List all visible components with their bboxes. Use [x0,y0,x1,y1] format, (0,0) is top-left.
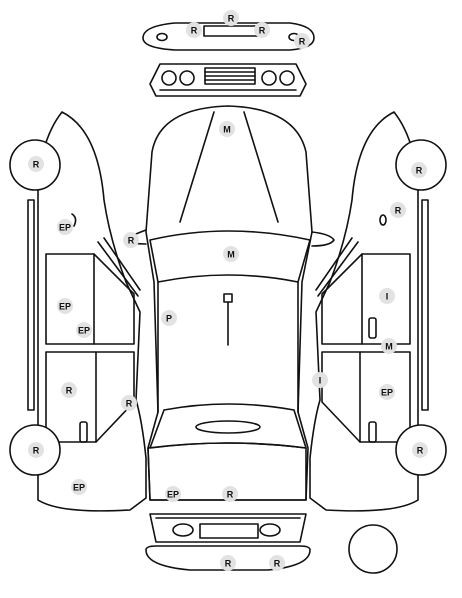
marker-badge [57,298,73,314]
marker-left-mirror[interactable]: R [123,232,139,248]
marker-label: R [227,490,234,500]
rear-bumper [145,545,311,571]
marker-label: I [319,376,322,386]
marker-label: R [259,26,266,36]
marker-badge [379,288,395,304]
marker-label: R [126,399,133,409]
marker-front-bumper-left[interactable]: R [186,22,202,38]
marker-badge [61,382,77,398]
marker-label: P [166,314,172,324]
marker-left-sill[interactable]: R [121,395,137,411]
marker-label: EP [73,483,85,493]
marker-right-front-door[interactable]: I [379,288,395,304]
marker-rear-bumper-right[interactable]: R [269,555,285,571]
marker-label: EP [59,223,71,233]
marker-badge [71,479,87,495]
marker-right-door-edge[interactable]: M [381,338,397,354]
marker-badge [379,384,395,400]
rear-lights [149,513,307,543]
marker-label: R [228,14,235,24]
marker-badge [294,33,310,49]
marker-label: R [225,559,232,569]
marker-badge [28,442,44,458]
marker-label: R [417,446,424,456]
marker-badge [123,232,139,248]
marker-label: I [386,292,389,302]
marker-right-rear-wheel[interactable]: R [412,442,428,458]
marker-badge [28,156,44,172]
marker-badge [222,486,238,502]
marker-badge [390,202,406,218]
marker-right-fender[interactable]: R [390,202,406,218]
left-side-view [9,111,147,512]
marker-label: M [385,342,393,352]
spare-wheel [348,524,398,574]
marker-roof[interactable]: M [223,246,239,262]
marker-rear-bumper-left[interactable]: R [220,555,236,571]
marker-left-rear-door[interactable]: R [61,382,77,398]
marker-label: R [274,559,281,569]
marker-left-front-door-handle[interactable]: EP [76,322,92,338]
marker-label: M [227,250,235,260]
front-grille [149,63,307,97]
marker-left-rear-wheel[interactable]: R [28,442,44,458]
marker-label: R [299,37,306,47]
marker-badge [165,486,181,502]
marker-hood[interactable]: M [219,121,235,137]
marker-label: EP [167,490,179,500]
marker-trunk-center[interactable]: R [222,486,238,502]
marker-front-bumper-top[interactable]: R [223,10,239,26]
marker-label: M [223,125,231,135]
marker-badge [269,555,285,571]
marker-badge [161,310,177,326]
marker-badge [312,372,328,388]
marker-left-fender[interactable]: EP [57,219,73,235]
marker-badge [223,10,239,26]
marker-label: R [66,386,73,396]
marker-label: R [416,166,423,176]
marker-label: EP [78,326,90,336]
marker-right-rear-door[interactable]: EP [379,384,395,400]
marker-badge [254,22,270,38]
front-bumper [142,22,315,51]
marker-label: R [395,206,402,216]
marker-badge [412,442,428,458]
marker-label: EP [381,388,393,398]
marker-badge [411,162,427,178]
marker-badge [76,322,92,338]
marker-cabin[interactable]: P [161,310,177,326]
marker-badge [57,219,73,235]
marker-badge [219,121,235,137]
marker-front-bumper-corner[interactable]: R [294,33,310,49]
marker-left-front-door[interactable]: EP [57,298,73,314]
damage-markers: R R R R M R EP R M EP EP P R R R EP EP R R R R R I M I EP R [28,10,428,571]
marker-badge [223,246,239,262]
car-body-top-view [123,105,335,501]
marker-badge [220,555,236,571]
marker-badge [381,338,397,354]
marker-left-front-wheel[interactable]: R [28,156,44,172]
marker-label: R [33,446,40,456]
marker-trunk-left[interactable]: EP [165,486,181,502]
marker-right-front-wheel[interactable]: R [411,162,427,178]
marker-label: R [191,26,198,36]
marker-badge [121,395,137,411]
marker-label: EP [59,302,71,312]
marker-label: R [128,236,135,246]
marker-left-quarter[interactable]: EP [71,479,87,495]
marker-right-sill[interactable]: I [312,372,328,388]
marker-label: R [33,160,40,170]
marker-front-bumper-right[interactable]: R [254,22,270,38]
marker-badge [186,22,202,38]
